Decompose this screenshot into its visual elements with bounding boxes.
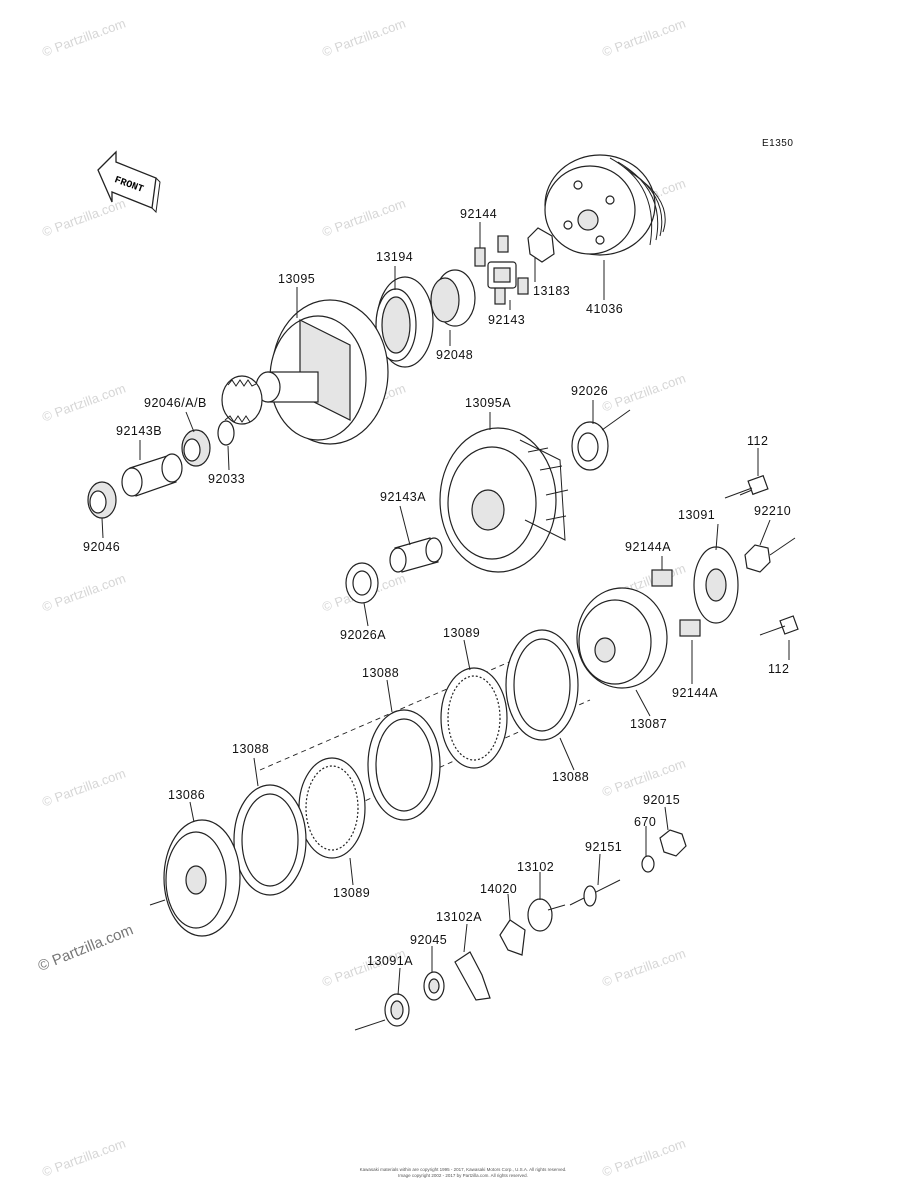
part-label-92144a-bottom[interactable]: 92144A — [672, 686, 719, 700]
part-13086-pressure-plate[interactable] — [163, 819, 241, 937]
part-label-13086[interactable]: 13086 — [168, 788, 206, 802]
part-label-92026a[interactable]: 92026A — [340, 628, 387, 642]
part-92144a-spring-top[interactable] — [651, 569, 673, 587]
part-label-13183[interactable]: 13183 — [533, 284, 571, 298]
part-label-13091[interactable]: 13091 — [678, 508, 716, 522]
part-hub-small[interactable] — [487, 261, 517, 289]
part-13091-plate[interactable] — [693, 546, 739, 624]
part-label-41036[interactable]: 41036 — [586, 302, 624, 316]
part-13095a-gear-hub[interactable] — [439, 427, 569, 573]
part-label-13102[interactable]: 13102 — [517, 860, 555, 874]
part-label-112-bottom[interactable]: 112 — [768, 662, 790, 676]
copyright-notice: Kawasaki materials within are copyright … — [348, 1167, 578, 1179]
part-label-92143[interactable]: 92143 — [488, 313, 526, 327]
part-92143b-sleeve[interactable] — [121, 453, 183, 497]
part-13087-hub[interactable] — [576, 587, 668, 689]
part-label-92143b[interactable]: 92143B — [116, 424, 163, 438]
part-13183-plate[interactable] — [527, 227, 555, 263]
part-label-92143a[interactable]: 92143A — [380, 490, 427, 504]
part-label-13089-top[interactable]: 13089 — [443, 626, 481, 640]
part-13089-steel-plate-bottom[interactable] — [298, 757, 366, 859]
part-13102a-cam[interactable] — [454, 951, 491, 1001]
part-label-92046ab[interactable]: 92046/A/B — [144, 396, 207, 410]
part-label-13091a[interactable]: 13091A — [367, 954, 414, 968]
part-label-92144a-top[interactable]: 92144A — [625, 540, 672, 554]
copyright-line-2: Image copyright 2002 - 2017 by Partzilla… — [398, 1173, 528, 1178]
part-92210-nut[interactable] — [744, 544, 771, 573]
part-92144a-spring-bottom[interactable] — [679, 619, 701, 637]
part-13088-friction-plate-left[interactable] — [233, 784, 307, 896]
leader-lines — [101, 222, 790, 996]
part-label-13088-mid[interactable]: 13088 — [362, 666, 400, 680]
part-label-13102a[interactable]: 13102A — [436, 910, 483, 924]
part-13194-one-way-clutch[interactable] — [375, 276, 434, 368]
part-label-112-top[interactable]: 112 — [747, 434, 769, 448]
part-label-92210[interactable]: 92210 — [754, 504, 792, 518]
part-label-14020[interactable]: 14020 — [480, 882, 518, 896]
part-label-13088-right[interactable]: 13088 — [552, 770, 590, 784]
part-label-92046[interactable]: 92046 — [83, 540, 121, 554]
front-arrow-icon: FRONT — [97, 150, 161, 214]
part-13095-housing[interactable] — [221, 299, 389, 445]
part-92026a-washer[interactable] — [345, 562, 379, 604]
part-92048-bearing[interactable] — [430, 269, 476, 327]
part-92045-bearing[interactable] — [423, 971, 445, 1001]
part-label-13087[interactable]: 13087 — [630, 717, 668, 731]
part-92033-circlip[interactable] — [217, 420, 235, 446]
part-13088-friction-plate-right[interactable] — [505, 629, 579, 741]
part-label-13194[interactable]: 13194 — [376, 250, 414, 264]
part-label-13089-bottom[interactable]: 13089 — [333, 886, 371, 900]
part-92015-nut[interactable] — [659, 829, 687, 857]
part-112-bolt-top[interactable] — [724, 474, 769, 499]
part-92144-springs[interactable] — [474, 235, 529, 305]
part-92026-washer[interactable] — [571, 421, 609, 471]
part-label-92045[interactable]: 92045 — [410, 933, 448, 947]
part-13089-steel-plate-top[interactable] — [440, 667, 508, 769]
part-13102-lever[interactable] — [527, 898, 566, 932]
part-13091a-seal[interactable] — [384, 993, 410, 1027]
diagram-code: E1350 — [762, 138, 794, 149]
part-92143a-sleeve[interactable] — [389, 537, 443, 573]
part-92151-push-rod[interactable] — [569, 879, 621, 907]
copyright-line-1: Kawasaki materials within are copyright … — [359, 1167, 567, 1172]
part-label-13088-left[interactable]: 13088 — [232, 742, 270, 756]
part-label-670[interactable]: 670 — [634, 815, 657, 829]
part-112-bolt-bottom[interactable] — [759, 615, 799, 636]
part-label-92151[interactable]: 92151 — [585, 840, 623, 854]
part-92046ab-bearing[interactable] — [181, 429, 211, 467]
part-label-92033[interactable]: 92033 — [208, 472, 246, 486]
part-label-13095a[interactable]: 13095A — [465, 396, 512, 410]
part-41036-clutch-assembly[interactable] — [544, 154, 666, 256]
part-label-92015[interactable]: 92015 — [643, 793, 681, 807]
part-13088-friction-plate-mid[interactable] — [367, 709, 441, 821]
part-label-92026[interactable]: 92026 — [571, 384, 609, 398]
part-label-92144[interactable]: 92144 — [460, 207, 498, 221]
part-670-o-ring[interactable] — [641, 855, 655, 873]
part-92046-bearing[interactable] — [87, 481, 117, 519]
part-label-13095[interactable]: 13095 — [278, 272, 316, 286]
part-label-92048[interactable]: 92048 — [436, 348, 474, 362]
part-14020-cover[interactable] — [499, 919, 526, 956]
